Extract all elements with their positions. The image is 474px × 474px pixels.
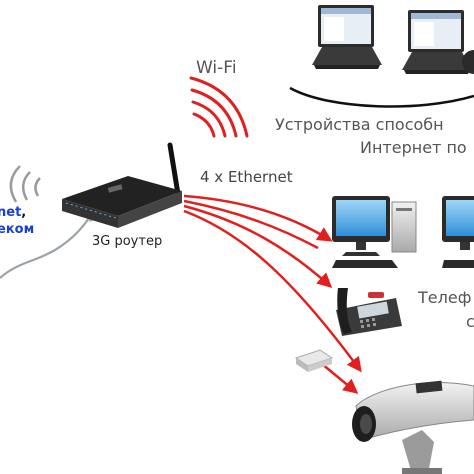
cctv-camera-icon [352,380,474,474]
wan-label-part: net [0,205,22,220]
devices-label-line2: Интернет по [360,138,467,157]
router-label: 3G роутер [92,234,163,249]
devices-label-line1: Устройства способн [275,115,444,134]
desktop-computer-icon [442,196,474,268]
ethernet-label: 4 x Ethernet [200,168,293,186]
modem-link [321,363,359,394]
ip-phone-icon [336,288,402,336]
wan-label-comma: , [21,205,27,220]
wifi-label: Wi-Fi [196,58,237,78]
ethernet-links [183,194,362,373]
phone-label-line1: Телеф [418,288,472,307]
laptop-icon [462,50,474,74]
wan-cable [0,213,93,279]
wifi-signal-waves [189,76,249,138]
phone-label-line2: с [466,312,474,331]
router-icon [62,142,182,228]
wan-label-line2: еком [0,222,35,237]
laptop-icon [312,5,382,69]
wifi-devices-bracket [289,86,474,108]
desktop-computer-icon [332,196,417,268]
usb-modem-icon [294,349,334,372]
wan-label-line1: net, [0,205,26,220]
wan-signal-waves [9,165,41,203]
laptop-icon [402,10,472,74]
